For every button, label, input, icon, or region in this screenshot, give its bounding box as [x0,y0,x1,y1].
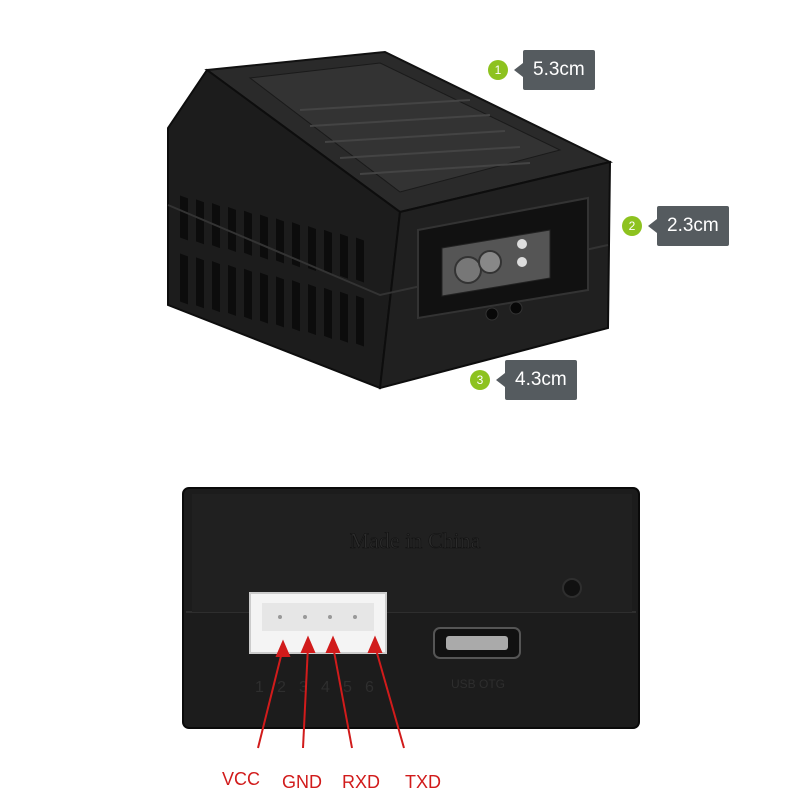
scanner-back-panel: Made in China 1 2 3 4 5 6 USB OTG [182,487,640,749]
pin-label-txd: TXD [405,772,441,792]
dimension-value: 4.3cm [505,360,577,400]
pin-label-gnd: GND [282,772,322,792]
emboss-made-in-china: Made in China [350,528,481,553]
dimension-callout-3: 3 4.3cm [470,360,577,400]
usb-otg-port-label: USB OTG [451,677,505,691]
pin-label-rxd: RXD [342,772,381,792]
dimension-value: 5.3cm [523,50,595,90]
pin-number: 1 [255,679,264,696]
pin-number: 3 [299,679,308,696]
pin-number: 6 [365,679,374,696]
pin-arrow-gnd [302,645,309,749]
dimension-index-badge: 3 [470,370,490,390]
pin-number: 5 [343,679,352,696]
scanner-device-3d [167,50,613,390]
dimension-callout-1: 1 5.3cm [488,50,595,90]
pin-arrow-vcc [257,647,284,749]
pin-arrow-txd [374,645,405,749]
dimension-index-badge: 1 [488,60,508,80]
pin-number: 4 [321,679,330,696]
pin-arrow-rxd [332,645,353,749]
dimension-value: 2.3cm [657,206,729,246]
pin-number: 2 [277,679,286,696]
dimension-callout-2: 2 2.3cm [622,206,729,246]
callout-pointer-icon [514,63,523,77]
callout-pointer-icon [648,219,657,233]
dimension-index-badge: 2 [622,216,642,236]
pin-label-vcc: VCC [222,769,261,789]
callout-pointer-icon [496,373,505,387]
